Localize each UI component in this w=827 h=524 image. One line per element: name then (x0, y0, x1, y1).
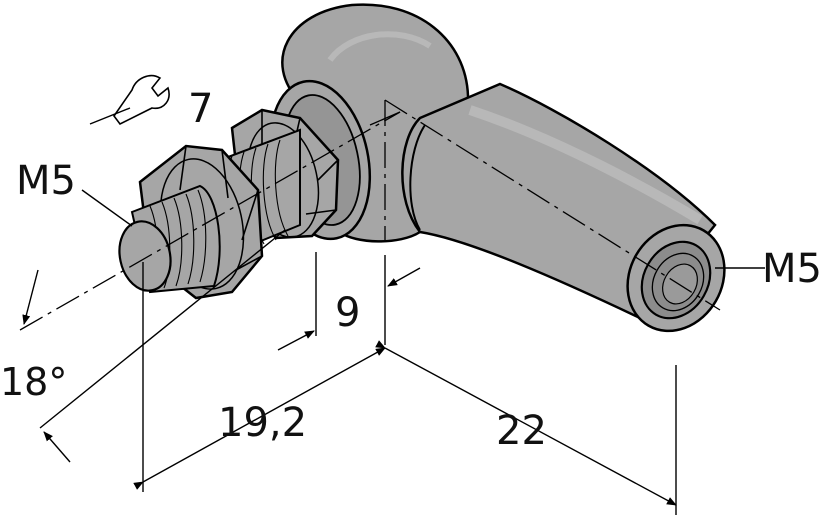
dim-overall-label: 19,2 (218, 400, 307, 446)
angle-arrow-top (22, 269, 39, 325)
dim-line-22 (375, 340, 677, 506)
center-lines (19, 99, 721, 331)
dim-socket-length-label: 22 (496, 408, 547, 454)
dim-line-9-a (277, 330, 315, 351)
dimension-lines (22, 267, 677, 506)
dim-line-19-2 (133, 347, 386, 490)
stud-end-face (118, 220, 172, 292)
socket-cylinder (401, 82, 726, 333)
angle-label: 18° (0, 360, 67, 404)
wrench-icon (113, 74, 170, 126)
angle-arrow-bottom (43, 431, 71, 463)
dim-line-9-b (387, 267, 421, 287)
socket-thread-label: M5 (762, 246, 822, 292)
wrench-size-label: 7 (188, 86, 213, 132)
dim-offset-label: 9 (335, 290, 360, 336)
stud-thread-end (118, 184, 221, 294)
stud-thread-label: M5 (16, 158, 76, 204)
leader-lines (81, 107, 133, 227)
